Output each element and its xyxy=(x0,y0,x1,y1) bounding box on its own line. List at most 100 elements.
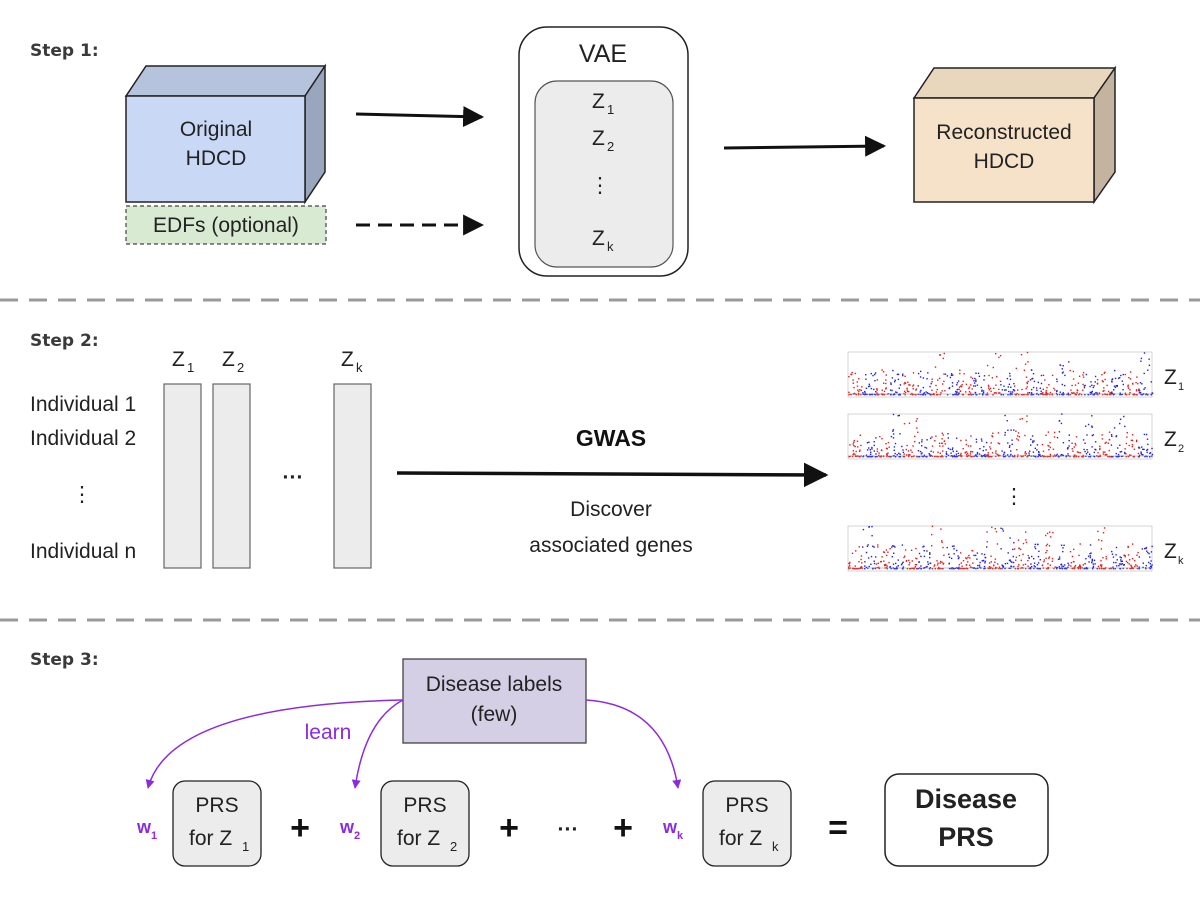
manhattan-point xyxy=(1143,448,1145,451)
manhattan-point xyxy=(896,566,898,568)
manhattan-point xyxy=(1034,543,1036,546)
manhattan-point xyxy=(958,392,960,394)
manhattan-point xyxy=(864,561,866,563)
manhattan-point xyxy=(1098,539,1100,541)
manhattan-point xyxy=(1127,546,1129,548)
manhattan-point xyxy=(895,568,897,570)
manhattan-point xyxy=(880,449,883,451)
manhattan-point xyxy=(886,568,888,570)
manhattan-point xyxy=(1135,381,1137,384)
manhattan-point xyxy=(1052,448,1055,450)
manhattan-point xyxy=(1051,560,1054,562)
manhattan-point xyxy=(1089,553,1091,555)
manhattan-point xyxy=(1025,541,1028,544)
manhattan-point xyxy=(1056,568,1058,570)
manhattan-point xyxy=(1072,392,1074,394)
manhattan-point xyxy=(1017,432,1020,434)
manhattan-point xyxy=(1033,562,1036,564)
manhattan-point xyxy=(966,452,969,455)
manhattan-point xyxy=(1028,556,1030,559)
svg-text:w: w xyxy=(339,817,355,837)
manhattan-point xyxy=(942,456,944,458)
manhattan-point xyxy=(995,531,998,533)
manhattan-point xyxy=(934,564,936,566)
manhattan-point xyxy=(932,451,935,453)
manhattan-point xyxy=(1131,444,1134,446)
manhattan-point xyxy=(1010,386,1012,388)
manhattan-point xyxy=(978,453,981,455)
manhattan-point xyxy=(1143,433,1146,436)
svg-text:2: 2 xyxy=(354,830,360,842)
manhattan-point xyxy=(949,376,952,379)
manhattan-point xyxy=(1019,548,1022,551)
manhattan-point xyxy=(1116,559,1118,561)
manhattan-point xyxy=(1075,456,1077,458)
manhattan-point xyxy=(957,555,959,557)
manhattan-point xyxy=(859,567,862,569)
manhattan-point xyxy=(1104,451,1106,453)
manhattan-point xyxy=(1073,454,1075,456)
manhattan-point xyxy=(997,563,999,565)
manhattan-point xyxy=(1068,564,1070,566)
svg-text:PRS: PRS xyxy=(403,794,446,817)
manhattan-point xyxy=(1004,563,1007,565)
manhattan-point xyxy=(1015,394,1017,396)
manhattan-point xyxy=(1104,378,1106,381)
manhattan-point xyxy=(893,568,895,570)
manhattan-point xyxy=(1148,364,1151,366)
manhattan-point xyxy=(1039,387,1041,389)
manhattan-point xyxy=(976,558,978,560)
manhattan-point xyxy=(894,452,896,455)
manhattan-point xyxy=(862,393,865,395)
manhattan-point xyxy=(1040,390,1042,392)
manhattan-point xyxy=(923,454,926,456)
manhattan-point xyxy=(911,567,913,569)
manhattan-point xyxy=(1115,435,1117,438)
manhattan-point xyxy=(1113,385,1116,387)
manhattan-point xyxy=(870,555,873,558)
manhattan-point xyxy=(1057,456,1060,458)
manhattan-point xyxy=(1025,376,1028,378)
manhattan-point xyxy=(1129,371,1132,373)
manhattan-point xyxy=(933,394,935,396)
manhattan-point xyxy=(1027,565,1029,567)
manhattan-point xyxy=(937,379,939,381)
manhattan-point xyxy=(1025,539,1027,541)
manhattan-point xyxy=(931,378,933,380)
manhattan-point xyxy=(1029,567,1031,569)
manhattan-point xyxy=(1021,418,1023,420)
manhattan-point xyxy=(1013,565,1015,568)
manhattan-point xyxy=(902,374,904,377)
learn-arrow-wk xyxy=(585,699,682,789)
manhattan-point xyxy=(876,567,878,569)
manhattan-point xyxy=(906,387,908,389)
manhattan-point xyxy=(876,392,878,394)
manhattan-point xyxy=(1116,456,1118,458)
manhattan-point xyxy=(1088,561,1090,563)
manhattan-point xyxy=(956,549,958,552)
manhattan-point xyxy=(851,371,853,374)
manhattan-point xyxy=(866,456,868,458)
manhattan-point xyxy=(1080,394,1083,396)
manhattan-point xyxy=(1046,568,1048,570)
manhattan-point xyxy=(1151,392,1153,394)
manhattan-point xyxy=(1147,394,1149,396)
manhattan-point xyxy=(1120,374,1122,377)
manhattan-point xyxy=(1071,384,1073,387)
manhattan-point xyxy=(1091,558,1093,561)
manhattan-point xyxy=(1103,567,1106,570)
manhattan-point xyxy=(1146,550,1148,552)
manhattan-point xyxy=(853,386,855,389)
manhattan-point xyxy=(1063,567,1066,569)
manhattan-point xyxy=(1012,561,1015,564)
manhattan-point xyxy=(923,550,925,552)
manhattan-point xyxy=(860,444,862,447)
manhattan-point xyxy=(1082,454,1084,457)
manhattan-point xyxy=(1040,374,1043,377)
manhattan-point xyxy=(901,562,903,565)
manhattan-point xyxy=(1038,550,1040,552)
manhattan-point xyxy=(998,567,1000,570)
manhattan-point xyxy=(874,380,876,382)
manhattan-point xyxy=(879,435,881,438)
manhattan-point xyxy=(920,568,923,570)
